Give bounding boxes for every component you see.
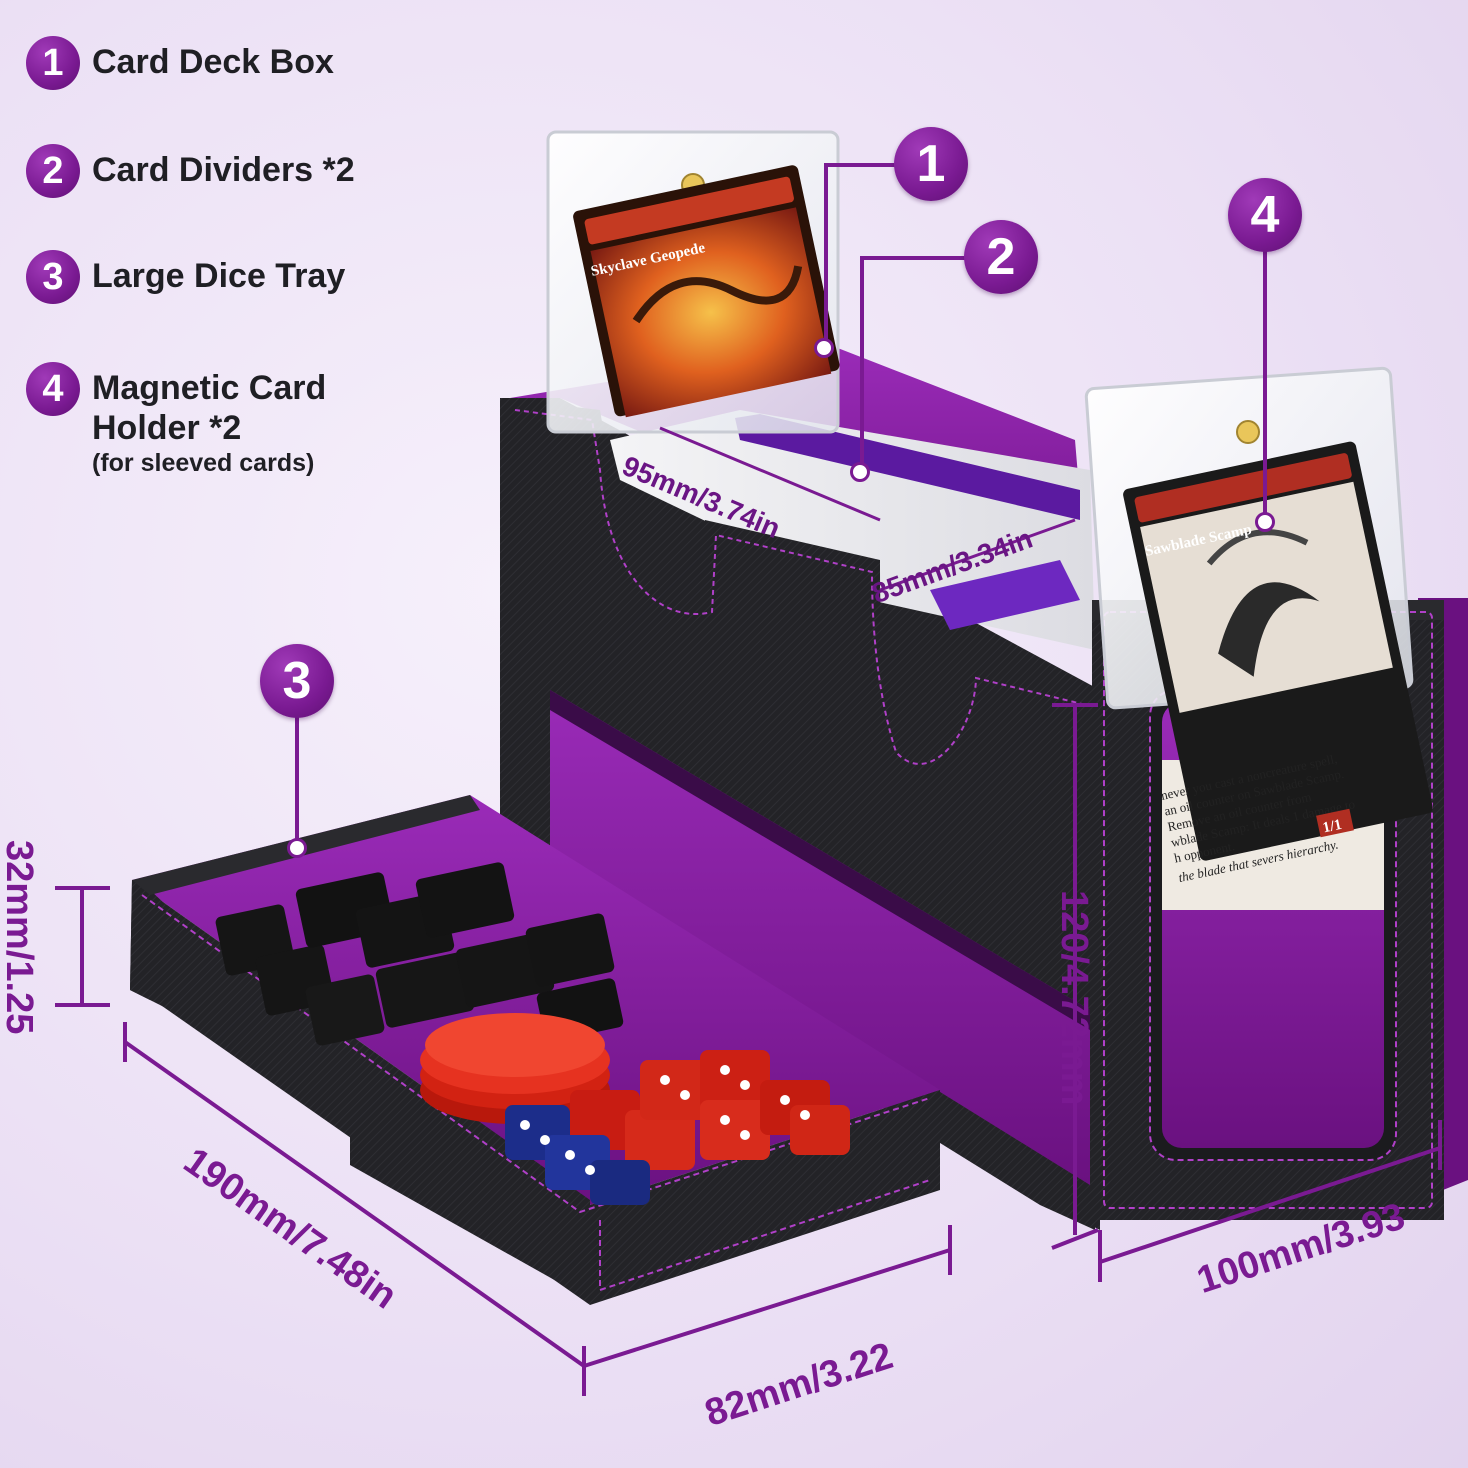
red-dice bbox=[570, 1050, 850, 1170]
card-2 bbox=[1123, 441, 1433, 861]
legend-label: Large Dice Tray bbox=[92, 257, 346, 295]
card-divider-2 bbox=[930, 560, 1080, 630]
legend-item-card-deck-box: 1 Card Deck Box bbox=[26, 36, 334, 90]
legend-item-card-dividers: 2 Card Dividers *2 bbox=[26, 144, 355, 198]
dice-tray-side bbox=[132, 880, 590, 1305]
counter-dice-group bbox=[215, 862, 624, 1046]
token-chips bbox=[420, 1013, 610, 1124]
legend-number-badge: 4 bbox=[26, 362, 80, 416]
legend-item-large-dice-tray: 3 Large Dice Tray bbox=[26, 250, 345, 304]
legend-item-magnetic-card-holder: 4 Magnetic Card Holder *2 (for sleeved c… bbox=[26, 362, 326, 478]
dimension-box-height: 120/4.72mm bbox=[1053, 890, 1095, 1106]
legend-note: (for sleeved cards) bbox=[92, 449, 315, 477]
legend-label: Card Deck Box bbox=[92, 43, 334, 81]
tray-slot bbox=[550, 690, 1090, 1185]
legend-label: Card Dividers *2 bbox=[92, 151, 355, 189]
legend-number-badge: 2 bbox=[26, 144, 80, 198]
legend-number-badge: 3 bbox=[26, 250, 80, 304]
legend-label-line: Magnetic Card bbox=[92, 369, 327, 407]
legend-number-badge: 1 bbox=[26, 36, 80, 90]
dice-tray-front bbox=[590, 1090, 940, 1305]
dimension-lines bbox=[55, 426, 1442, 1396]
blue-dice bbox=[505, 1105, 650, 1205]
callout-2-badge: 2 bbox=[964, 220, 1038, 294]
card-1 bbox=[573, 165, 840, 418]
legend-label-line: Holder *2 bbox=[92, 409, 242, 447]
callout-4-badge: 4 bbox=[1228, 178, 1302, 252]
dimension-tray-height: 32mm/1.25 bbox=[0, 840, 40, 1035]
legend-label-block: Magnetic Card Holder *2 (for sleeved car… bbox=[92, 362, 326, 478]
card-divider bbox=[735, 414, 1080, 520]
callout-3-badge: 3 bbox=[260, 644, 334, 718]
callout-1-badge: 1 bbox=[894, 127, 968, 201]
card-2-power-toughness: 1/1 bbox=[1321, 817, 1343, 837]
